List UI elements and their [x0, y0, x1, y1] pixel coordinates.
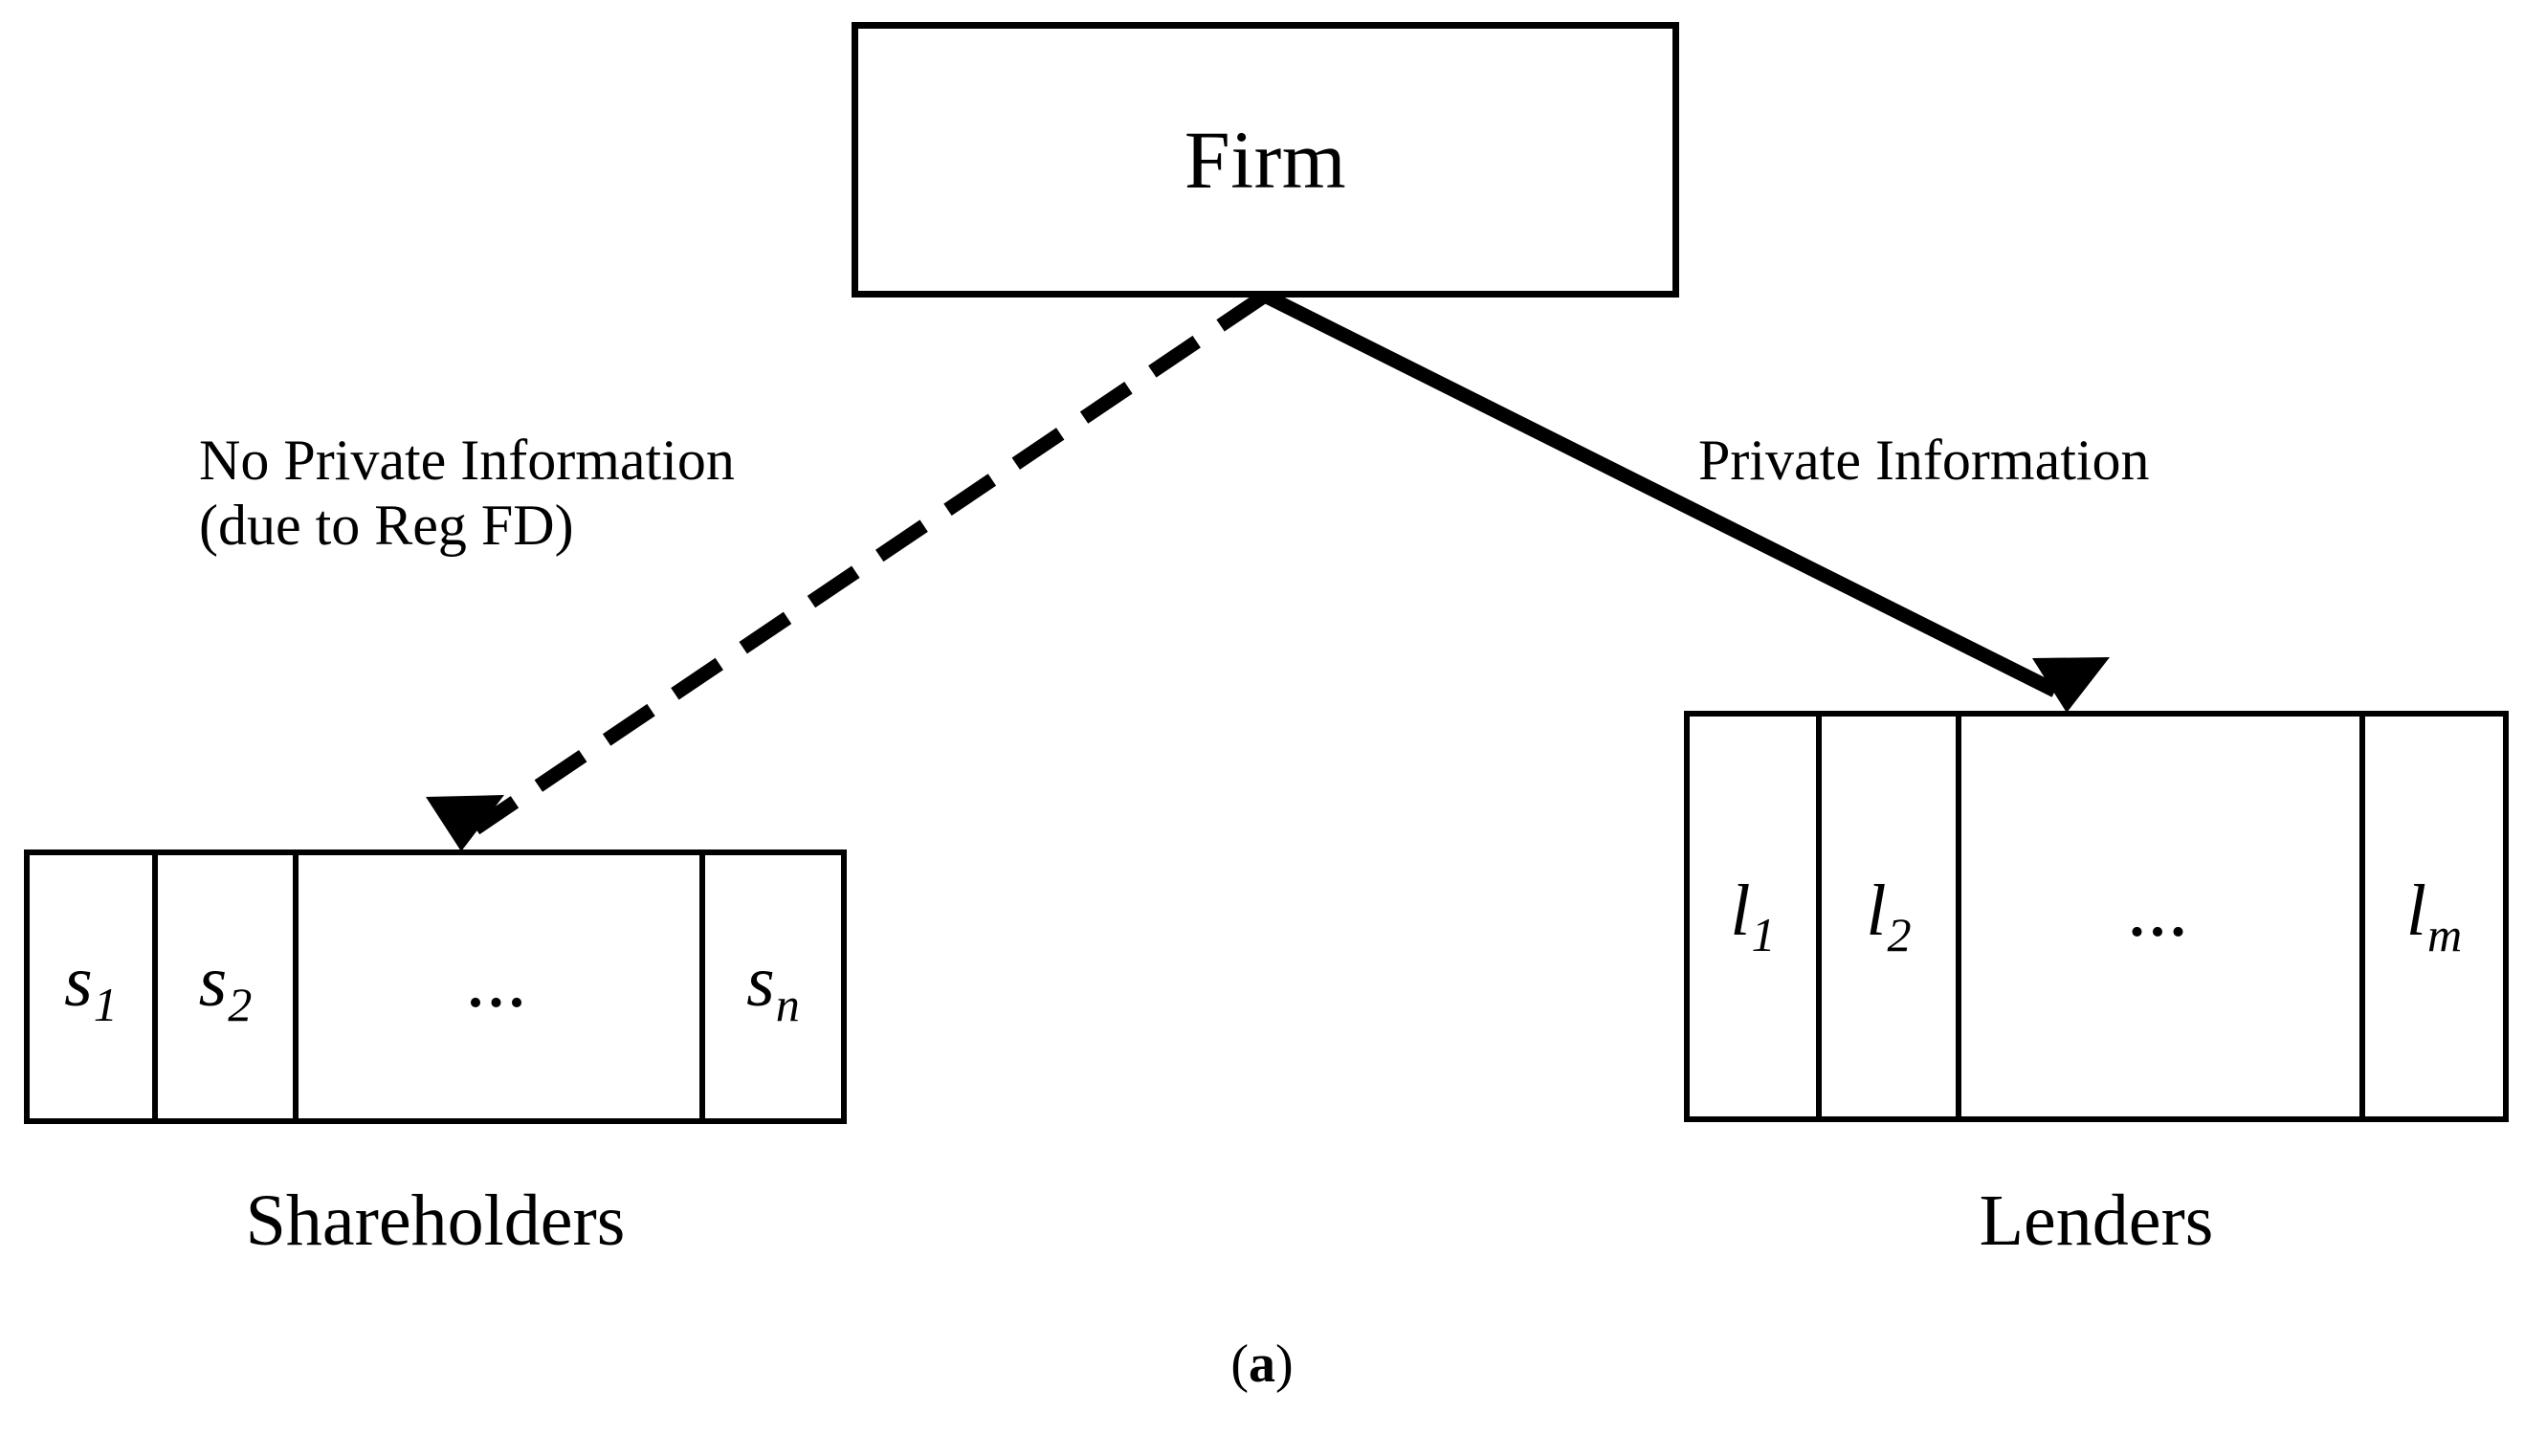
edge-label-no-private-information: No Private Information (due to Reg FD)	[199, 429, 735, 559]
lender-cell: l2	[1822, 717, 1961, 1116]
lender-cell-ellipsis: ...	[1961, 717, 2365, 1116]
lender-cell-label: l1	[1730, 871, 1776, 961]
arrowhead-to-lenders-icon	[2032, 657, 2110, 713]
figure-caption: (a)	[0, 1337, 2524, 1391]
node-lenders: l1 l2 ... lm	[1684, 711, 2509, 1122]
ellipsis-label: ...	[468, 954, 530, 1020]
shareholder-cell-label: s2	[198, 940, 253, 1032]
lender-cell: l1	[1690, 717, 1822, 1116]
node-firm-label: Firm	[1184, 114, 1347, 206]
edge-label-private-information: Private Information	[1698, 429, 2150, 494]
caption-letter: a	[1249, 1335, 1275, 1394]
node-shareholders: s1 s2 ... sn	[24, 849, 847, 1124]
edge-label-line-1: No Private Information	[199, 429, 735, 492]
dashed-edge-line	[471, 289, 1270, 835]
shareholder-cell-ellipsis: ...	[299, 855, 705, 1118]
lender-cell-label: lm	[2405, 871, 2463, 961]
shareholder-cell: sn	[705, 855, 841, 1118]
edge-firm-to-lenders	[1261, 289, 2110, 713]
shareholder-cell: s1	[30, 855, 158, 1118]
ellipsis-label: ...	[2129, 884, 2192, 949]
caption-paren-open: (	[1230, 1335, 1249, 1394]
node-lenders-caption: Lenders	[1979, 1180, 2214, 1261]
edge-firm-to-shareholders	[426, 289, 1270, 851]
lender-cell: lm	[2365, 717, 2503, 1116]
shareholder-cell-label: sn	[746, 940, 800, 1032]
lender-cell-label: l2	[1866, 871, 1912, 961]
caption-paren-close: )	[1275, 1335, 1294, 1394]
arrowhead-to-shareholders-icon	[426, 795, 504, 851]
node-shareholders-caption: Shareholders	[245, 1180, 626, 1261]
shareholder-cell-label: s1	[64, 940, 118, 1032]
edge-label-line-2: (due to Reg FD)	[199, 493, 574, 557]
node-firm: Firm	[852, 22, 1679, 298]
edge-label-line-1: Private Information	[1698, 429, 2150, 492]
shareholder-cell: s2	[158, 855, 299, 1118]
